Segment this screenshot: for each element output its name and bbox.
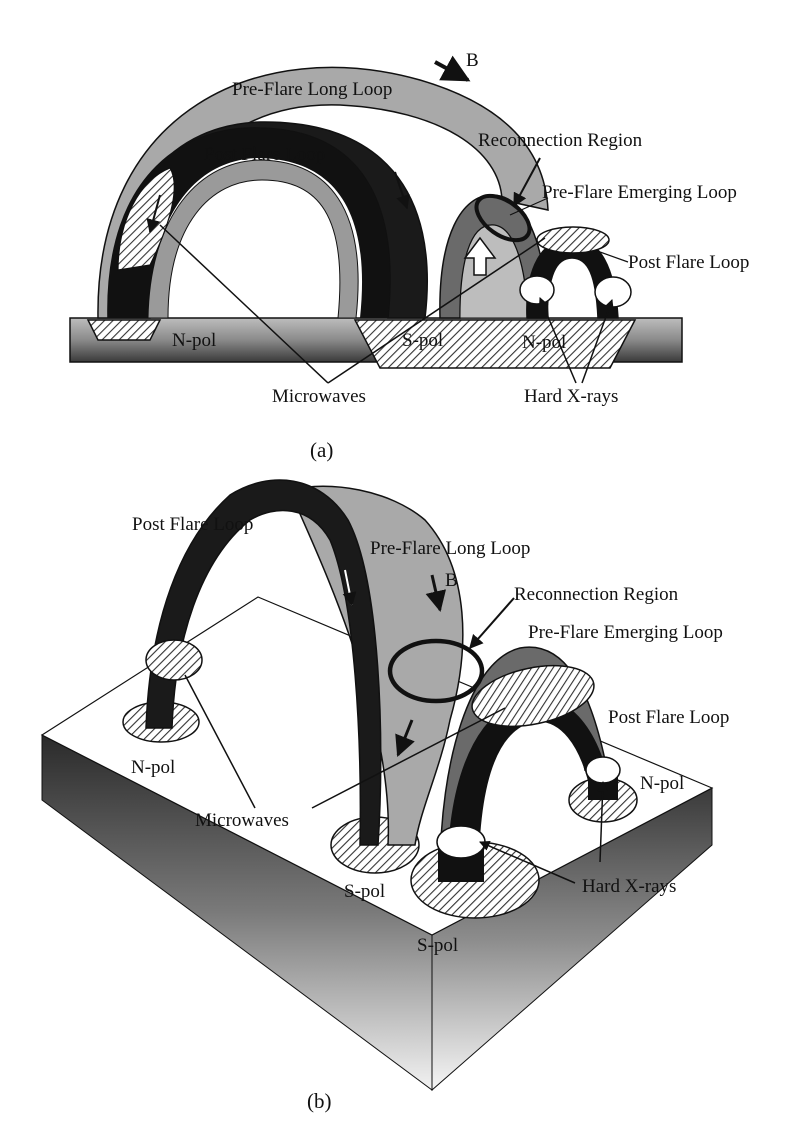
n-pol-left-label-b: N-pol [131,757,175,778]
n-pol-right-label-b: N-pol [640,773,684,794]
s-pol-region-a [353,319,637,369]
hard-x-ray-loop-top-a [536,226,610,254]
loop-direction-arrow-2-b [425,574,447,613]
microwaves-leader-left-a [159,224,329,384]
microwaves-leader-right-a [327,237,546,384]
post-flare-loop-left-body-a [107,127,391,318]
loop-direction-arrow-2-a [146,194,161,234]
hard-x-ray-footpoint-right-a [594,276,632,308]
panel-a: B Pre-Flare Long Loop Post Flare Loop Re… [69,50,749,462]
microwaves-label-a: Microwaves [272,386,366,407]
post-flare-loop-left-label-b: Post Flare Loop [132,514,253,535]
pre-flare-long-loop-label-b: Pre-Flare Long Loop [370,538,530,559]
hard-x-ray-footpoint-left-b [436,825,486,859]
microwaves-label-b: Microwaves [195,810,289,831]
s-pol-left-label-b: S-pol [344,881,385,902]
post-flare-loop-right-label-b: Post Flare Loop [608,707,729,728]
b-field-arrow-a [434,55,471,82]
hard-x-rays-label-a: Hard X-rays [524,386,618,407]
post-flare-loop-inner-a [147,159,359,319]
post-flare-right-leader-a [599,251,629,263]
s-pol-label-a: S-pol [402,330,443,351]
panel-b-caption: (b) [307,1089,332,1113]
post-flare-loop-left-b [145,479,382,846]
emerging-loop-leader-a [509,197,549,216]
microwaves-leader-right-b [311,707,506,809]
b-field-label-a: B [466,50,479,71]
upward-motion-arrow-a [463,236,497,276]
hard-x-rays-leader-right-a [581,299,614,384]
pre-flare-emerging-loop-label-b: Pre-Flare Emerging Loop [528,622,723,643]
loop-direction-arrow-1-b [342,569,357,607]
n-pol-left-label-a: N-pol [172,330,216,351]
reconnection-leader-b [469,597,515,650]
reconnection-region-label-b: Reconnection Region [514,584,679,605]
s-pol-right-label-b: S-pol [417,935,458,956]
n-pol-right-label-a: N-pol [522,332,566,353]
panel-a-caption: (a) [310,438,333,462]
hard-x-rays-leader-left-b [479,840,576,884]
hard-x-ray-footpoint-left-a [519,275,555,305]
post-flare-loop-left-label-a: Post Flare Loop [204,144,325,165]
hard-x-ray-footpoint-right-b [585,756,621,784]
pre-flare-long-loop-label-a: Pre-Flare Long Loop [232,79,392,100]
n-pol-region-left-a [86,319,162,341]
reconnection-region-ellipse-a [474,193,532,243]
post-flare-loop-right-label-a: Post Flare Loop [628,252,749,273]
loop-direction-arrow-1-a [394,171,410,210]
reconnection-region-ellipse-b [387,638,485,704]
reconnection-region-label-a: Reconnection Region [478,130,643,151]
hard-x-rays-label-b: Hard X-rays [582,876,676,897]
microwave-source-left-b [145,639,203,681]
hard-x-rays-leader-left-a [538,297,577,384]
microwaves-leader-left-b [184,674,256,809]
microwave-source-left-a [117,167,175,271]
pre-flare-emerging-loop-label-a: Pre-Flare Emerging Loop [542,182,737,203]
loop-direction-arrow-3-b [395,719,415,757]
reconnection-leader-a [513,157,541,208]
panel-b: Post Flare Loop Pre-Flare Long Loop B Re… [40,479,729,1113]
hard-x-ray-loop-top-b [471,664,595,728]
b-field-label-b: B [445,570,458,591]
hard-x-rays-leader-right-b [597,780,608,863]
